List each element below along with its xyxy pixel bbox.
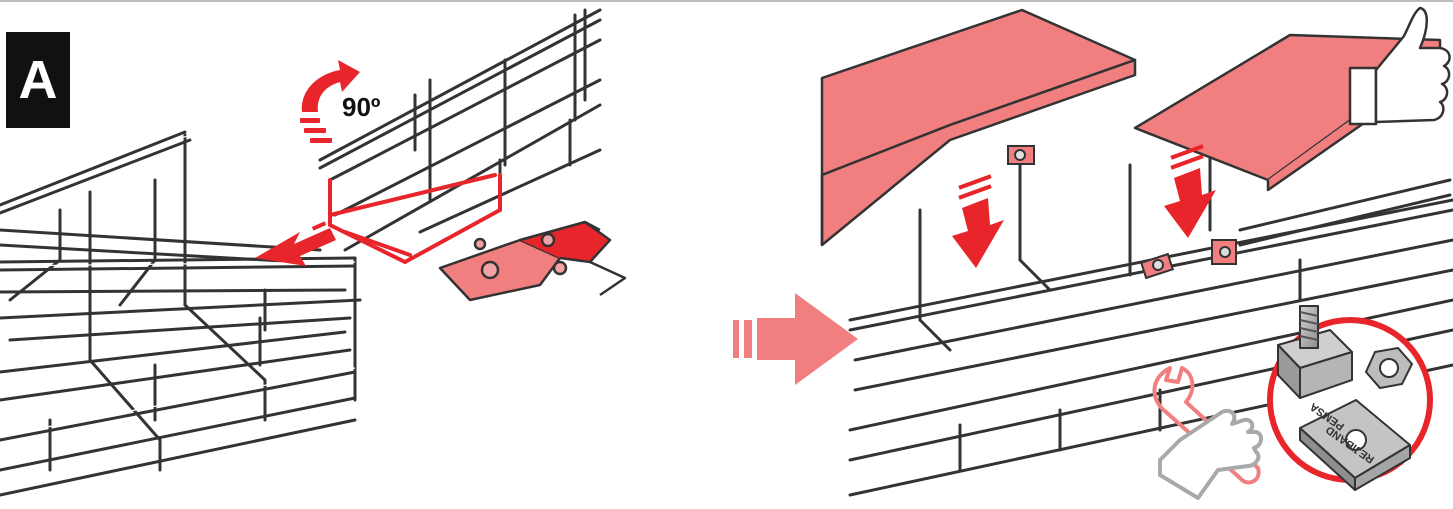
wire-tray-left [0,132,360,495]
wire-tray-cut [320,10,600,250]
down-arrow-icon [952,174,1004,268]
clamp-center [1141,254,1173,278]
clamp-right [1212,240,1236,264]
bolt-cutter-icon [440,222,625,300]
clamp-left [1008,146,1034,164]
cut-wires-highlight [330,175,500,262]
rotation-angle-label: 90º [342,92,380,122]
down-arrow-icon [1164,144,1216,238]
next-step-arrow-icon [733,293,858,385]
